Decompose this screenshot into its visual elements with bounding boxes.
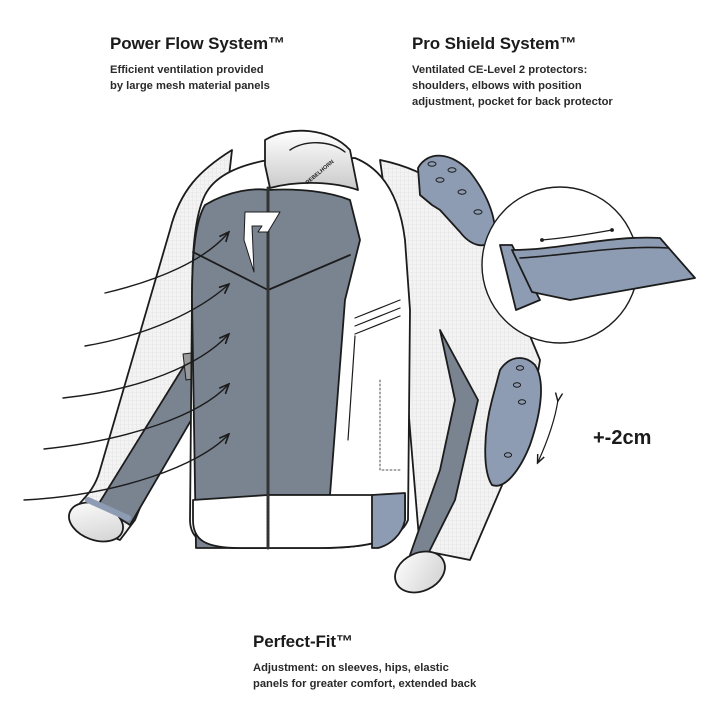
airflow-arrows xyxy=(23,233,228,501)
feature-description: Ventilated CE-Level 2 protectors: should… xyxy=(412,64,613,108)
jacket-torso xyxy=(189,157,411,550)
shoulder-detail-callout xyxy=(481,186,696,344)
feature-pro-shield: Pro Shield System™ Ventilated CE-Level 2… xyxy=(412,34,662,110)
feature-title: Pro Shield System™ xyxy=(412,34,577,53)
brand-logo xyxy=(243,211,281,273)
elbow-adjust-arrow xyxy=(538,400,558,462)
feature-description: Efficient ventilation provided by large … xyxy=(110,64,270,92)
feature-power-flow: Power Flow System™ Efficient ventilation… xyxy=(110,34,340,94)
elbow-protector xyxy=(484,357,542,487)
feature-description: Adjustment: on sleeves, hips, elastic pa… xyxy=(253,662,477,690)
feature-title: Perfect-Fit™ xyxy=(253,632,353,651)
feature-title: Power Flow System™ xyxy=(110,34,285,53)
feature-perfect-fit: Perfect-Fit™ Adjustment: on sleeves, hip… xyxy=(253,632,513,692)
elbow-adjustment-label: +-2cm xyxy=(593,427,652,449)
shoulder-protector xyxy=(417,154,496,247)
collar xyxy=(264,129,359,191)
